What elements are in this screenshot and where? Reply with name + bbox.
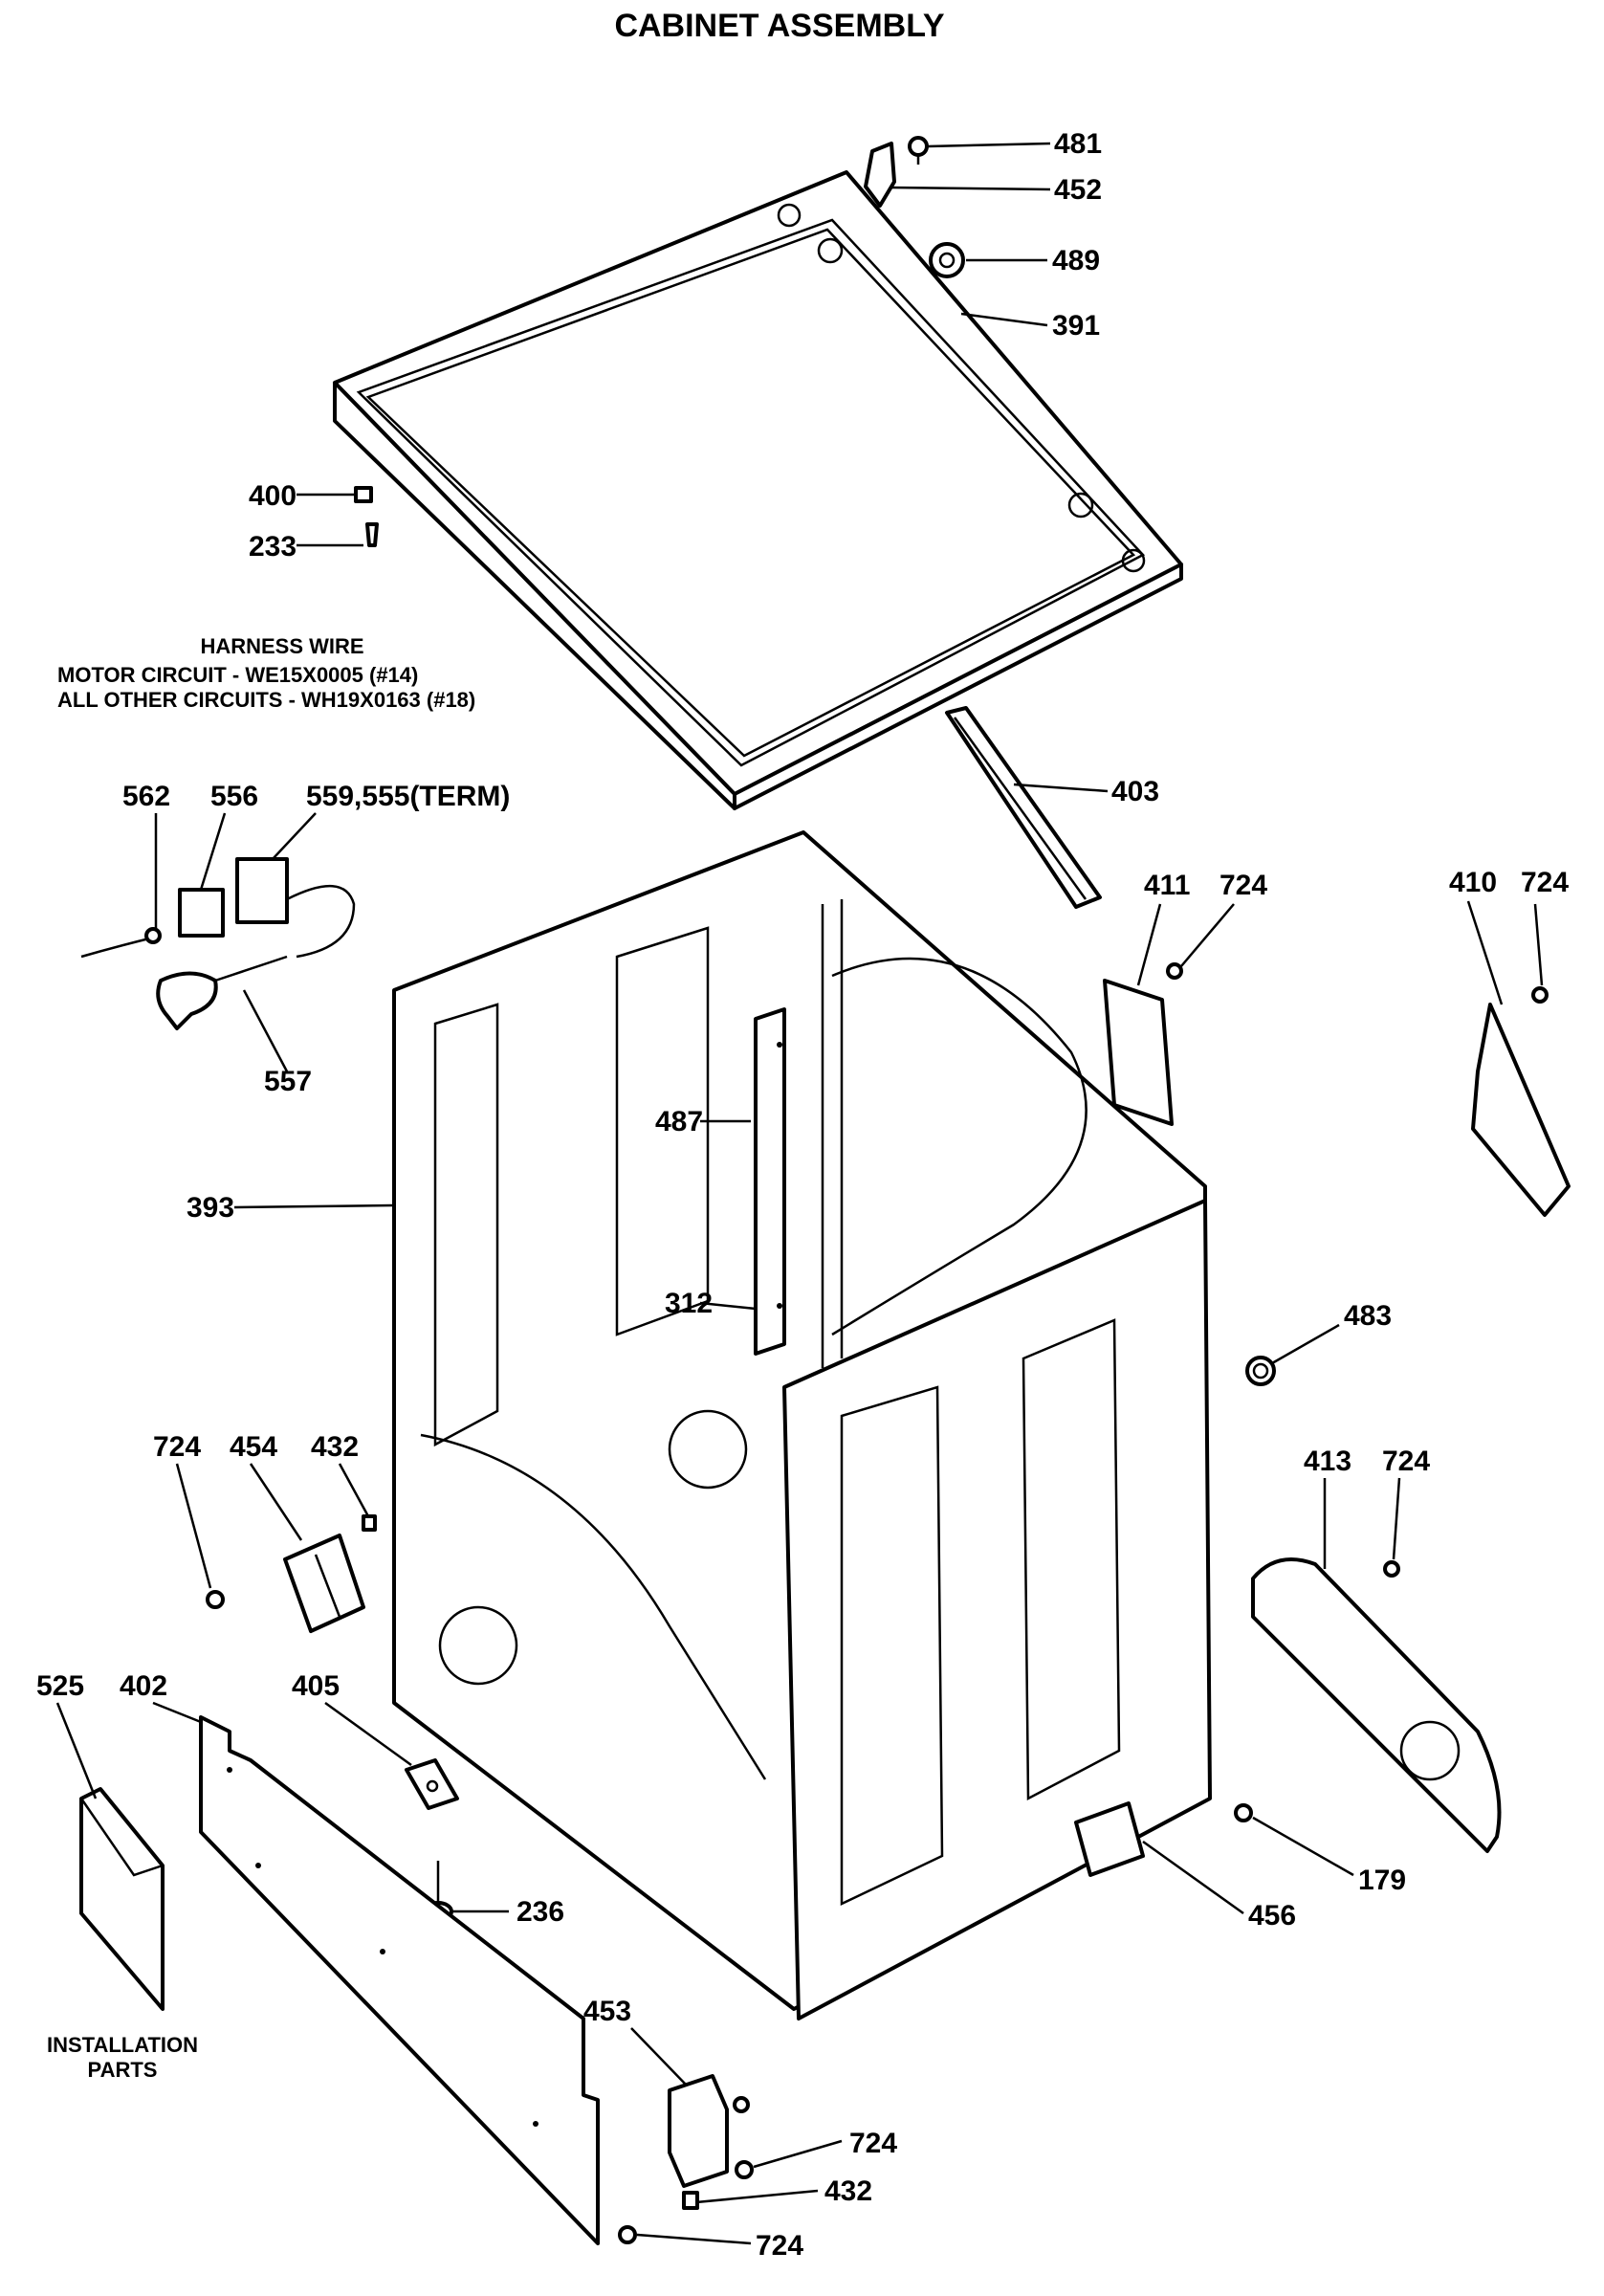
diagram-title: CABINET ASSEMBLY [614,8,944,44]
harness-note-motor-circuit: MOTOR CIRCUIT - WE15X0005 (#14) [57,663,418,687]
callout-559-555-term: 559,555(TERM) [306,781,510,812]
bracket-456 [1074,1801,1145,1877]
nut-432-a [362,1514,377,1532]
screw-179 [1234,1803,1253,1822]
connector-559 [235,857,356,959]
connector-556 [178,888,225,938]
callout-411: 411 [1144,870,1190,901]
harness-wire-note: HARNESS WIRE MOTOR CIRCUIT - WE15X0005 (… [57,634,475,712]
callout-456: 456 [1248,1900,1296,1932]
callout-403: 403 [1111,776,1159,807]
screw-724-e [735,2160,754,2179]
callout-410: 410 [1449,867,1497,898]
callout-233: 233 [249,531,297,563]
top-panel-391 [333,170,1183,810]
installation-label-line1: INSTALLATION [47,2033,198,2057]
panel-413 [1251,1557,1502,1853]
callout-454: 454 [230,1431,277,1463]
nut-432-b [682,2191,699,2210]
callout-487: 487 [655,1106,703,1137]
ring-483 [1245,1356,1276,1386]
callout-724-b: 724 [1521,867,1569,898]
callout-402: 402 [120,1670,167,1702]
callout-556: 556 [210,781,258,812]
cover-453 [668,2074,750,2188]
callout-312: 312 [665,1288,713,1319]
callout-724-e: 724 [849,2128,897,2159]
leader-lines [55,142,1544,2245]
harness-note-heading: HARNESS WIRE [200,634,363,658]
callout-481: 481 [1054,128,1102,160]
bracket-411 [1103,979,1174,1126]
callout-483: 483 [1344,1300,1392,1332]
grommet-489 [929,242,965,278]
callout-724-c: 724 [153,1431,201,1463]
bracket-405 [405,1758,459,1810]
hinge-452 [864,142,896,208]
callout-724-a: 724 [1219,870,1267,901]
harness-note-other-circuits: ALL OTHER CIRCUITS - WH19X0163 (#18) [57,688,475,712]
strip-487 [754,1007,786,1356]
callout-562: 562 [122,781,170,812]
callout-453: 453 [583,1996,631,2027]
toe-kick-402 [199,1715,600,2245]
screw-233 [365,522,379,547]
screw-724-a [1166,962,1183,980]
callout-393: 393 [187,1192,234,1224]
screw-481 [908,136,929,165]
installation-label-line2: PARTS [88,2058,158,2082]
lid-support-403 [945,706,1102,909]
installation-parts-label: INSTALLATION PARTS [47,2033,198,2082]
callout-432-b: 432 [824,2175,872,2207]
callout-236: 236 [516,1896,564,1928]
screw-724-b [1531,986,1549,1004]
callout-179: 179 [1358,1865,1406,1896]
callout-452: 452 [1054,174,1102,206]
screw-724-f [618,2225,637,2244]
callout-405: 405 [292,1670,340,1702]
plug-557 [156,955,288,1030]
screw-724-d [1383,1560,1400,1578]
screw-724-c [206,1590,225,1609]
callout-557: 557 [264,1066,312,1097]
callout-391: 391 [1052,310,1100,342]
callout-432-a: 432 [311,1431,359,1463]
clip-400 [354,486,373,503]
callout-525: 525 [36,1670,84,1702]
installation-parts-envelope-525 [79,1787,165,2011]
panel-410 [1471,1003,1571,1217]
callout-724-d: 724 [1382,1446,1430,1477]
harness-562 [80,927,162,959]
callout-413: 413 [1304,1446,1351,1477]
switch-454 [283,1534,365,1633]
callout-724-f: 724 [756,2230,803,2262]
callout-489: 489 [1052,245,1100,276]
callout-400: 400 [249,480,297,512]
callout-labels: 481 452 489 391 400 233 562 556 559,555(… [36,128,1569,2262]
